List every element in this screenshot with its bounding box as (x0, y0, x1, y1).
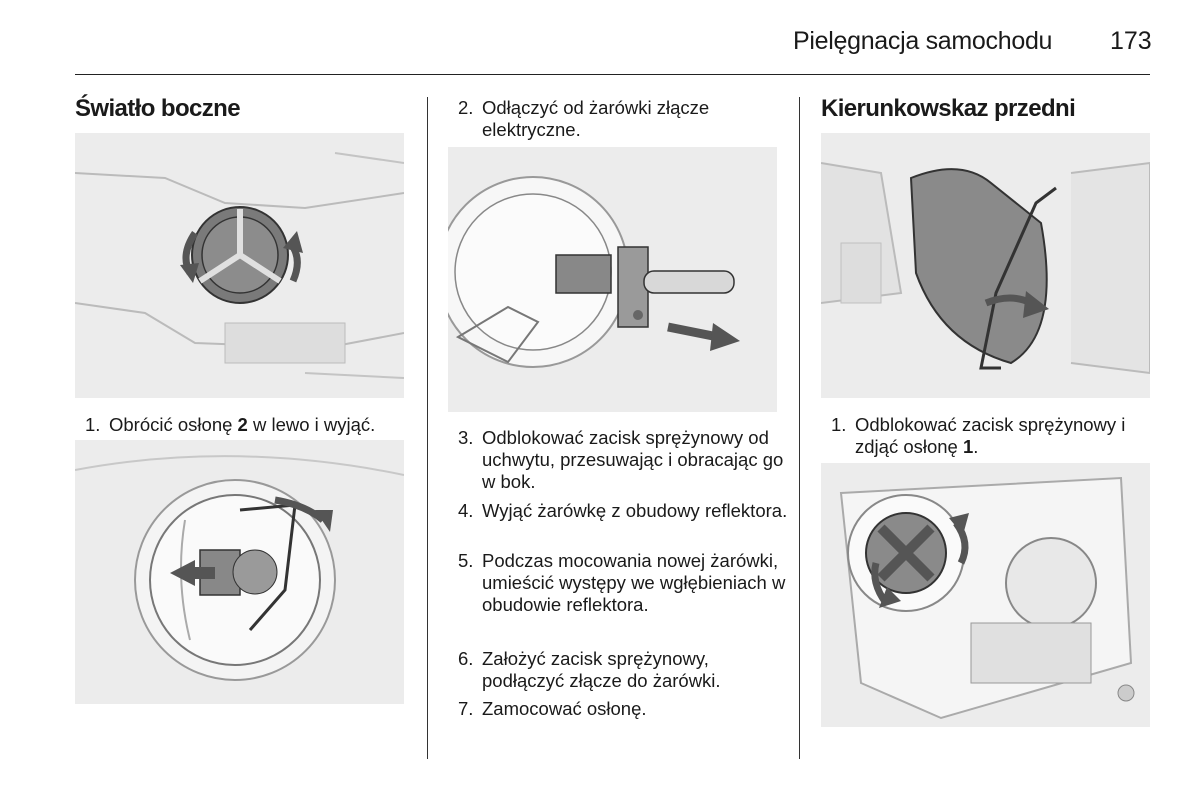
step-text-part: Odblokować zacisk sprężynowy i zdjąć osł… (855, 414, 1126, 457)
step-number: 2. (458, 97, 474, 118)
figure-side-light-cover (75, 133, 404, 398)
step-ref-number: 1 (962, 436, 974, 457)
step-ref-number: 2 (237, 414, 248, 435)
column-divider-1 (427, 97, 428, 759)
column-divider-2 (799, 97, 800, 759)
step-text: Odblokować zacisk sprężynowy od uchwytu,… (482, 427, 784, 492)
step-number: 3. (458, 427, 474, 448)
section-heading-side-light: Światło boczne (75, 95, 241, 122)
side-light-cover-illustration (75, 133, 404, 398)
step-text: Odblokować zacisk sprężynowy i zdjąć osł… (855, 414, 1156, 458)
step-number: 5. (458, 550, 474, 571)
step-number: 1. (831, 414, 847, 435)
figure-side-light-connector (75, 440, 404, 704)
turn-signal-clip-illustration (821, 133, 1150, 398)
step-text-part: Obrócić osłonę (109, 414, 238, 435)
step-number: 1. (85, 414, 101, 435)
list-item: 3. Odblokować zacisk sprężynowy od uchwy… (458, 427, 788, 493)
list-item: 1. Obrócić osłonę 2 w lewo i wyjąć. (85, 414, 415, 436)
figure-turn-signal-cover (821, 463, 1150, 727)
turn-signal-cover-illustration (821, 463, 1150, 727)
bulb-removal-illustration (448, 147, 777, 412)
running-header-title: Pielęgnacja samochodu (793, 27, 1053, 55)
figure-turn-signal-clip (821, 133, 1150, 398)
step-text: Zamocować osłonę. (482, 698, 647, 719)
side-light-connector-illustration (75, 440, 404, 704)
list-item: 4. Wyjąć żarówkę z obudowy reflektora. (458, 500, 788, 522)
step-number: 6. (458, 648, 474, 669)
step-text: Obrócić osłonę 2 w lewo i wyjąć. (109, 414, 415, 436)
step-text: Wyjąć żarówkę z obudowy reflektora. (482, 500, 788, 521)
list-item: 6. Założyć zacisk sprężynowy, podłączyć … (458, 648, 788, 692)
page-number: 173 (1110, 27, 1152, 55)
figure-bulb-removal (448, 147, 777, 412)
header-rule (75, 74, 1150, 75)
step-text: Podczas mocowania nowej żarówki, umieści… (482, 550, 786, 615)
list-item: 1. Odblokować zacisk sprężynowy i zdjąć … (831, 414, 1156, 458)
step-text-part: . (973, 436, 979, 457)
step-number: 7. (458, 698, 474, 719)
step-text: Odłączyć od żarówki złącze elektryczne. (482, 97, 710, 140)
list-item: 5. Podczas mocowania nowej żarówki, umie… (458, 550, 788, 616)
section-heading-front-turn-signal: Kierunkowskaz przedni (821, 95, 1076, 122)
step-number: 4. (458, 500, 474, 521)
step-text: Założyć zacisk sprężynowy, podłączyć złą… (482, 648, 721, 691)
list-item: 7. Zamocować osłonę. (458, 698, 788, 720)
step-text-part: w lewo i wyjąć. (247, 414, 376, 435)
list-item: 2. Odłączyć od żarówki złącze elektryczn… (458, 97, 788, 141)
